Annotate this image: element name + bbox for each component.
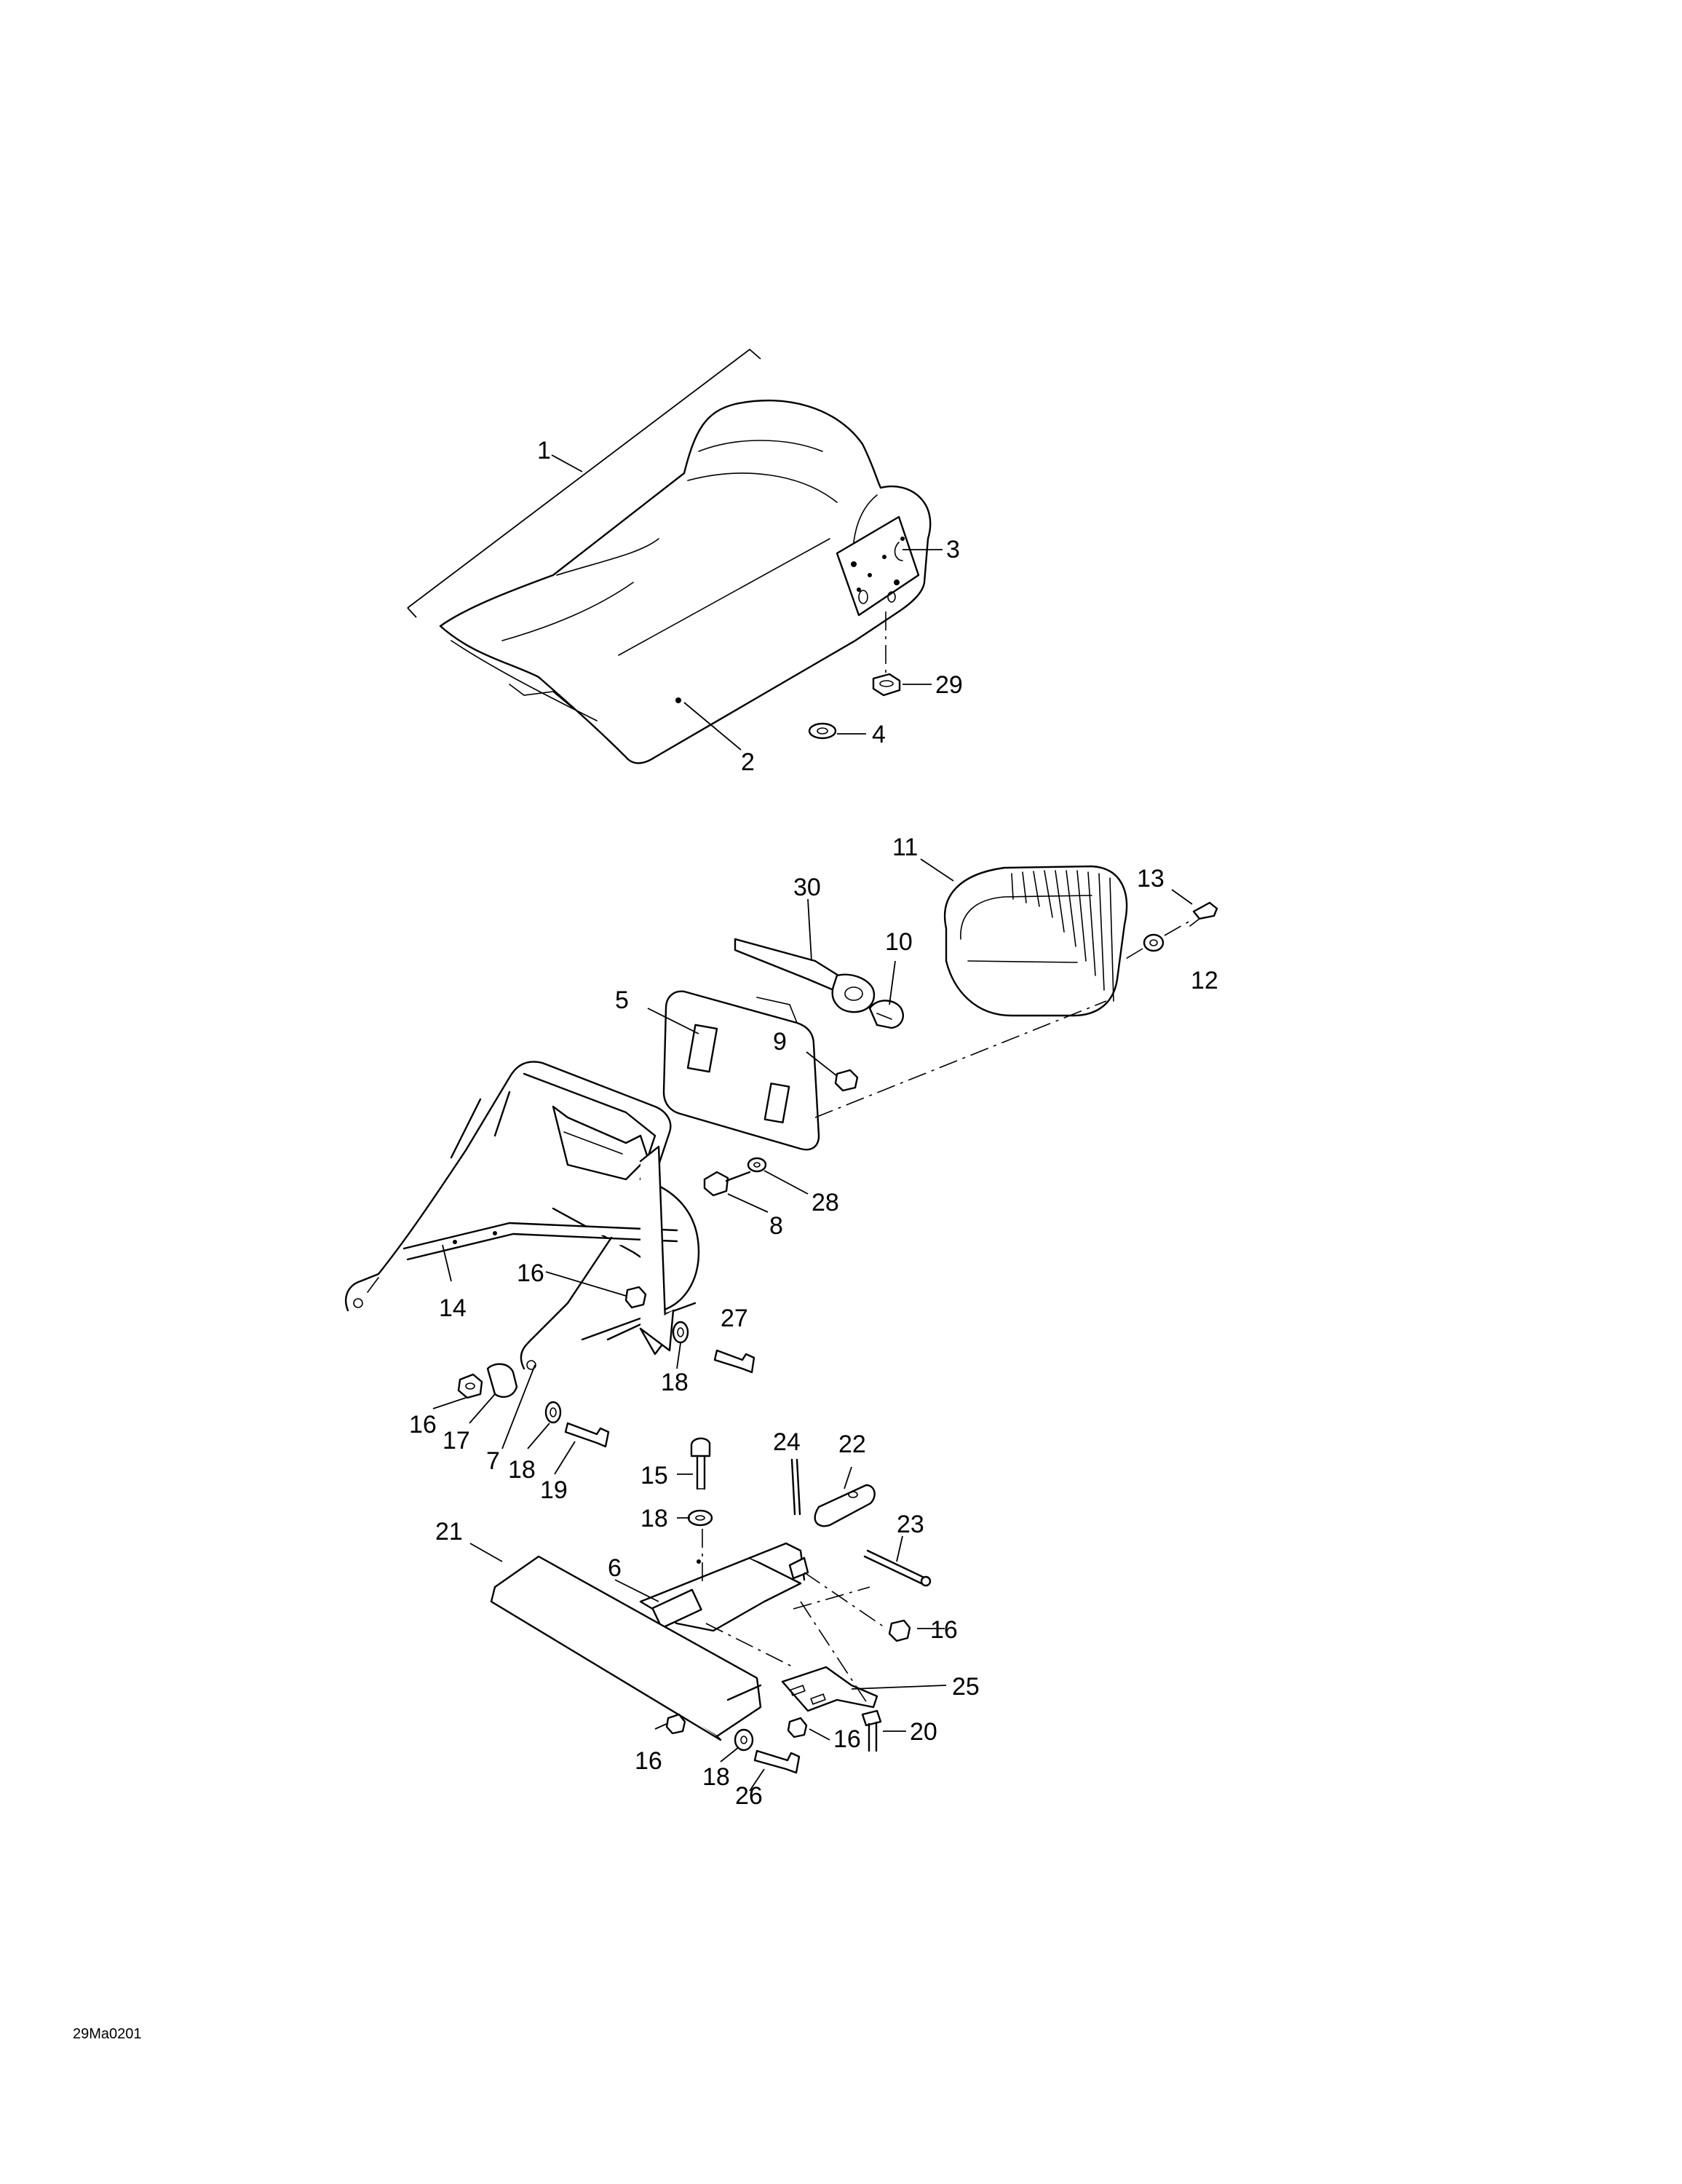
callout-30: 30 bbox=[793, 874, 821, 901]
callout-6: 6 bbox=[608, 1554, 622, 1582]
callout-2: 2 bbox=[741, 748, 755, 776]
callout-21: 21 bbox=[435, 1518, 463, 1546]
callout-4: 4 bbox=[872, 721, 886, 748]
callout-5: 5 bbox=[615, 986, 629, 1014]
callout-18b: 18 bbox=[508, 1456, 536, 1484]
seat-assembly bbox=[407, 348, 932, 764]
taillight-assembly bbox=[662, 865, 1218, 1197]
callout-11: 11 bbox=[892, 834, 918, 861]
callout-17: 17 bbox=[443, 1427, 470, 1455]
callout-1: 1 bbox=[537, 437, 551, 464]
callout-15: 15 bbox=[640, 1462, 668, 1489]
callout-9: 9 bbox=[773, 1028, 787, 1056]
callout-24: 24 bbox=[773, 1428, 801, 1456]
callout-16c: 16 bbox=[930, 1616, 958, 1644]
callout-10: 10 bbox=[885, 928, 913, 956]
callout-labels: 1 2 3 4 29 11 13 12 30 10 5 9 28 8 14 16… bbox=[409, 437, 1218, 1810]
callout-16e: 16 bbox=[635, 1747, 662, 1775]
callout-20: 20 bbox=[910, 1718, 937, 1746]
seat-fasteners bbox=[808, 612, 901, 740]
callout-26: 26 bbox=[735, 1782, 763, 1810]
callout-16d: 16 bbox=[833, 1725, 861, 1753]
callout-16b: 16 bbox=[409, 1411, 437, 1439]
leader-lines bbox=[432, 454, 1193, 1792]
plate-bracket-assembly bbox=[490, 1437, 932, 1774]
callout-23: 23 bbox=[897, 1511, 924, 1538]
figure-reference-code: 29Ma0201 bbox=[73, 2026, 142, 2042]
callout-27: 27 bbox=[721, 1305, 748, 1332]
callout-13: 13 bbox=[1137, 865, 1165, 893]
callout-18d: 18 bbox=[702, 1763, 730, 1791]
callout-22: 22 bbox=[838, 1431, 866, 1458]
callout-7: 7 bbox=[486, 1447, 500, 1475]
callout-8: 8 bbox=[769, 1212, 783, 1240]
callout-16a: 16 bbox=[517, 1259, 544, 1287]
callout-19: 19 bbox=[540, 1476, 568, 1504]
callout-18c: 18 bbox=[640, 1505, 668, 1532]
callout-12: 12 bbox=[1191, 967, 1218, 994]
callout-25: 25 bbox=[952, 1673, 980, 1701]
callout-3: 3 bbox=[946, 536, 960, 563]
lens-ribs bbox=[1011, 870, 1114, 1002]
callout-29: 29 bbox=[935, 671, 963, 699]
callout-14: 14 bbox=[439, 1294, 467, 1322]
callout-18a: 18 bbox=[661, 1369, 689, 1396]
rack-assembly bbox=[344, 1061, 755, 1448]
callout-28: 28 bbox=[812, 1189, 839, 1216]
